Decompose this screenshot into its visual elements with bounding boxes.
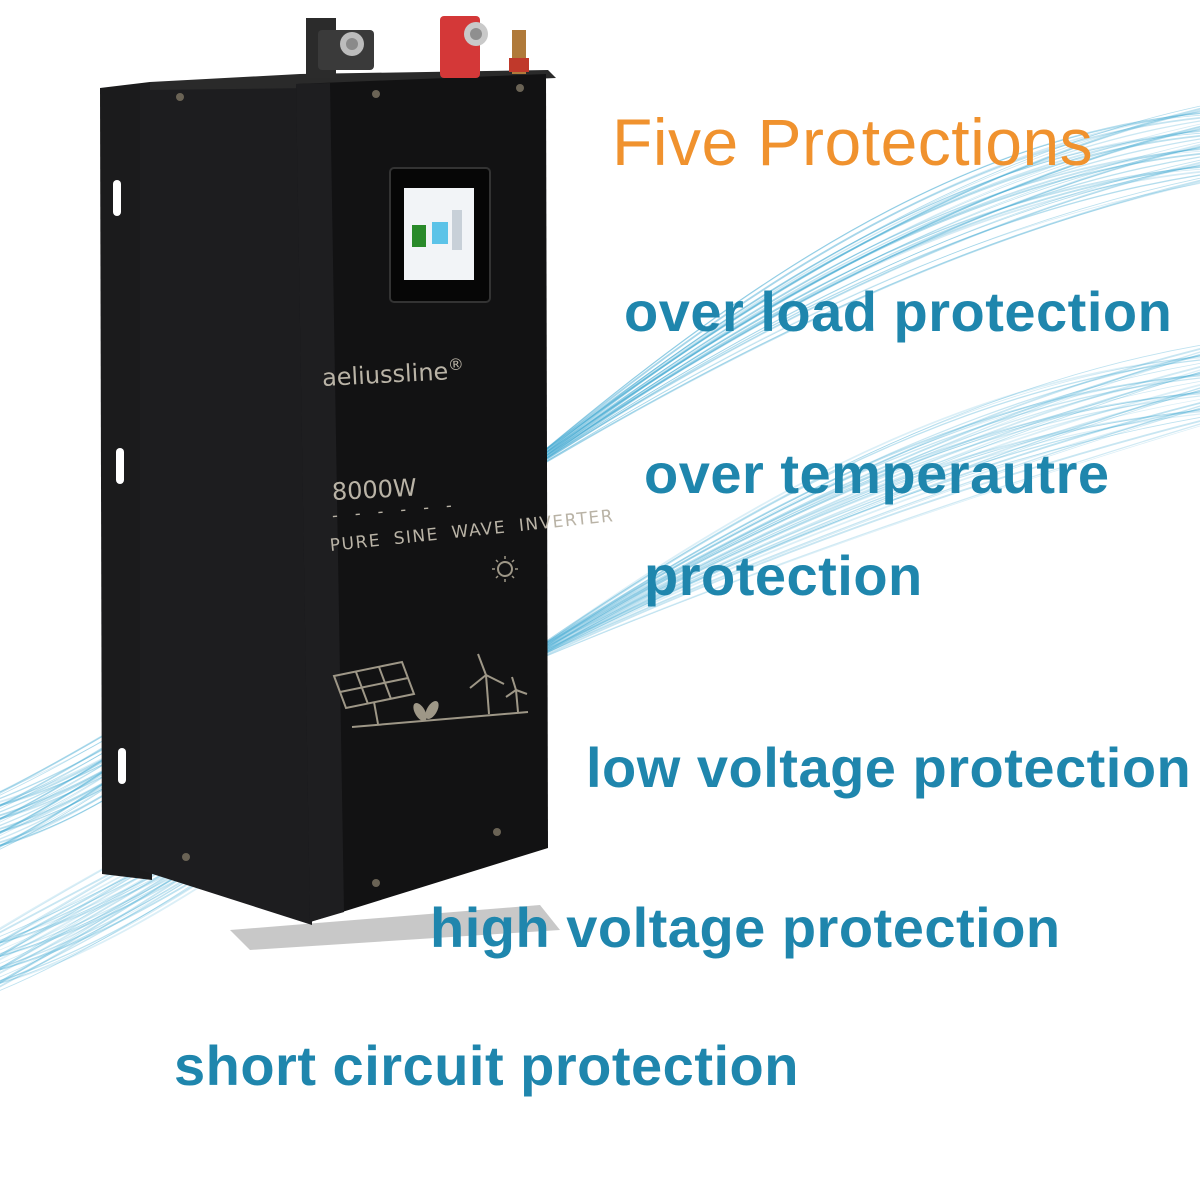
positive-terminal [440, 16, 529, 78]
protection-low-voltage: low voltage protection [586, 736, 1192, 799]
mounting-bracket [100, 82, 152, 880]
sun-icon [492, 556, 518, 582]
plant-icon [413, 700, 439, 722]
protection-overtemp-line1: over temperautre [644, 442, 1110, 505]
bracket-slots [113, 180, 126, 784]
screws [176, 84, 524, 887]
protection-short-circuit: short circuit protection [174, 1034, 799, 1097]
device-shadow [230, 905, 560, 950]
device-front-highlight [296, 83, 344, 922]
protection-high-voltage: high voltage protection [430, 896, 1061, 959]
solar-panel-icon [332, 660, 416, 725]
negative-terminal [306, 18, 374, 78]
protection-overload: over load protection [624, 280, 1173, 343]
protection-overtemp-line2: protection [644, 544, 923, 607]
ground-line [351, 711, 529, 728]
device-side-panel [140, 84, 312, 925]
page-heading: Five Protections [612, 105, 1094, 179]
wind-turbine-icon [469, 653, 528, 715]
